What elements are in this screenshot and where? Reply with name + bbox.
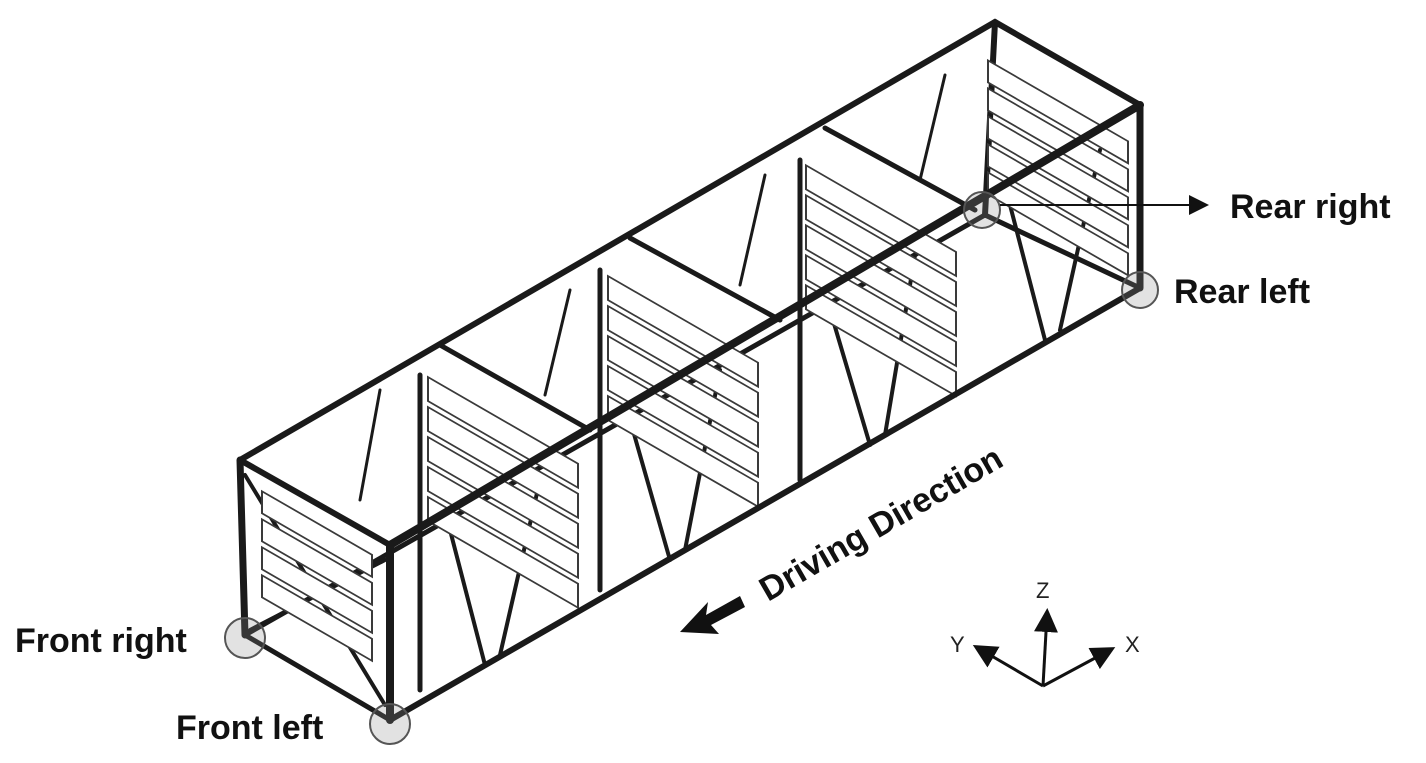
marker-rear-left (1121, 271, 1159, 309)
axis-y-line (972, 644, 1044, 688)
axis-x-line (1042, 647, 1116, 688)
back-brace-4 (918, 73, 947, 182)
rack-frame-front-overlay (386, 101, 1144, 724)
label-driving-direction: Driving Direction (753, 439, 1009, 609)
label-front-left: Front left (176, 709, 323, 747)
marker-front-left (369, 703, 411, 745)
marker-front-right (224, 617, 266, 659)
post-front-right (236, 456, 249, 639)
corner-markers (224, 191, 1159, 745)
mid-frame-2-top (627, 235, 783, 323)
label-front-right: Front right (15, 622, 187, 660)
front-top-rail-highlight (388, 103, 1142, 547)
side-brace-1 (448, 528, 487, 667)
front-bottom-rail-overlay (387, 285, 1143, 723)
module-stack-2 (607, 274, 759, 509)
axis-y-label: Y (950, 632, 965, 657)
side-brace-3 (628, 418, 672, 562)
back-brace-2 (543, 288, 572, 397)
axis-z-line (1034, 608, 1058, 687)
back-brace-3 (738, 173, 767, 287)
axis-triad (972, 608, 1116, 688)
module-stack-3 (805, 163, 957, 398)
mid-frame-1-top (437, 342, 593, 433)
side-brace-5 (828, 308, 872, 447)
axis-z-label: Z (1036, 578, 1049, 603)
module-stack-4 (987, 58, 1129, 277)
marker-rear-right (963, 191, 1001, 229)
module-stack-front (261, 489, 373, 663)
driving-direction-arrow (680, 596, 745, 634)
side-brace-7 (1008, 203, 1047, 342)
mid-frame-3-top (822, 125, 978, 213)
axis-x-label: X (1125, 632, 1140, 657)
back-brace-1 (358, 388, 382, 502)
label-rear-left: Rear left (1174, 273, 1310, 311)
label-rear-right: Rear right (1230, 188, 1391, 226)
